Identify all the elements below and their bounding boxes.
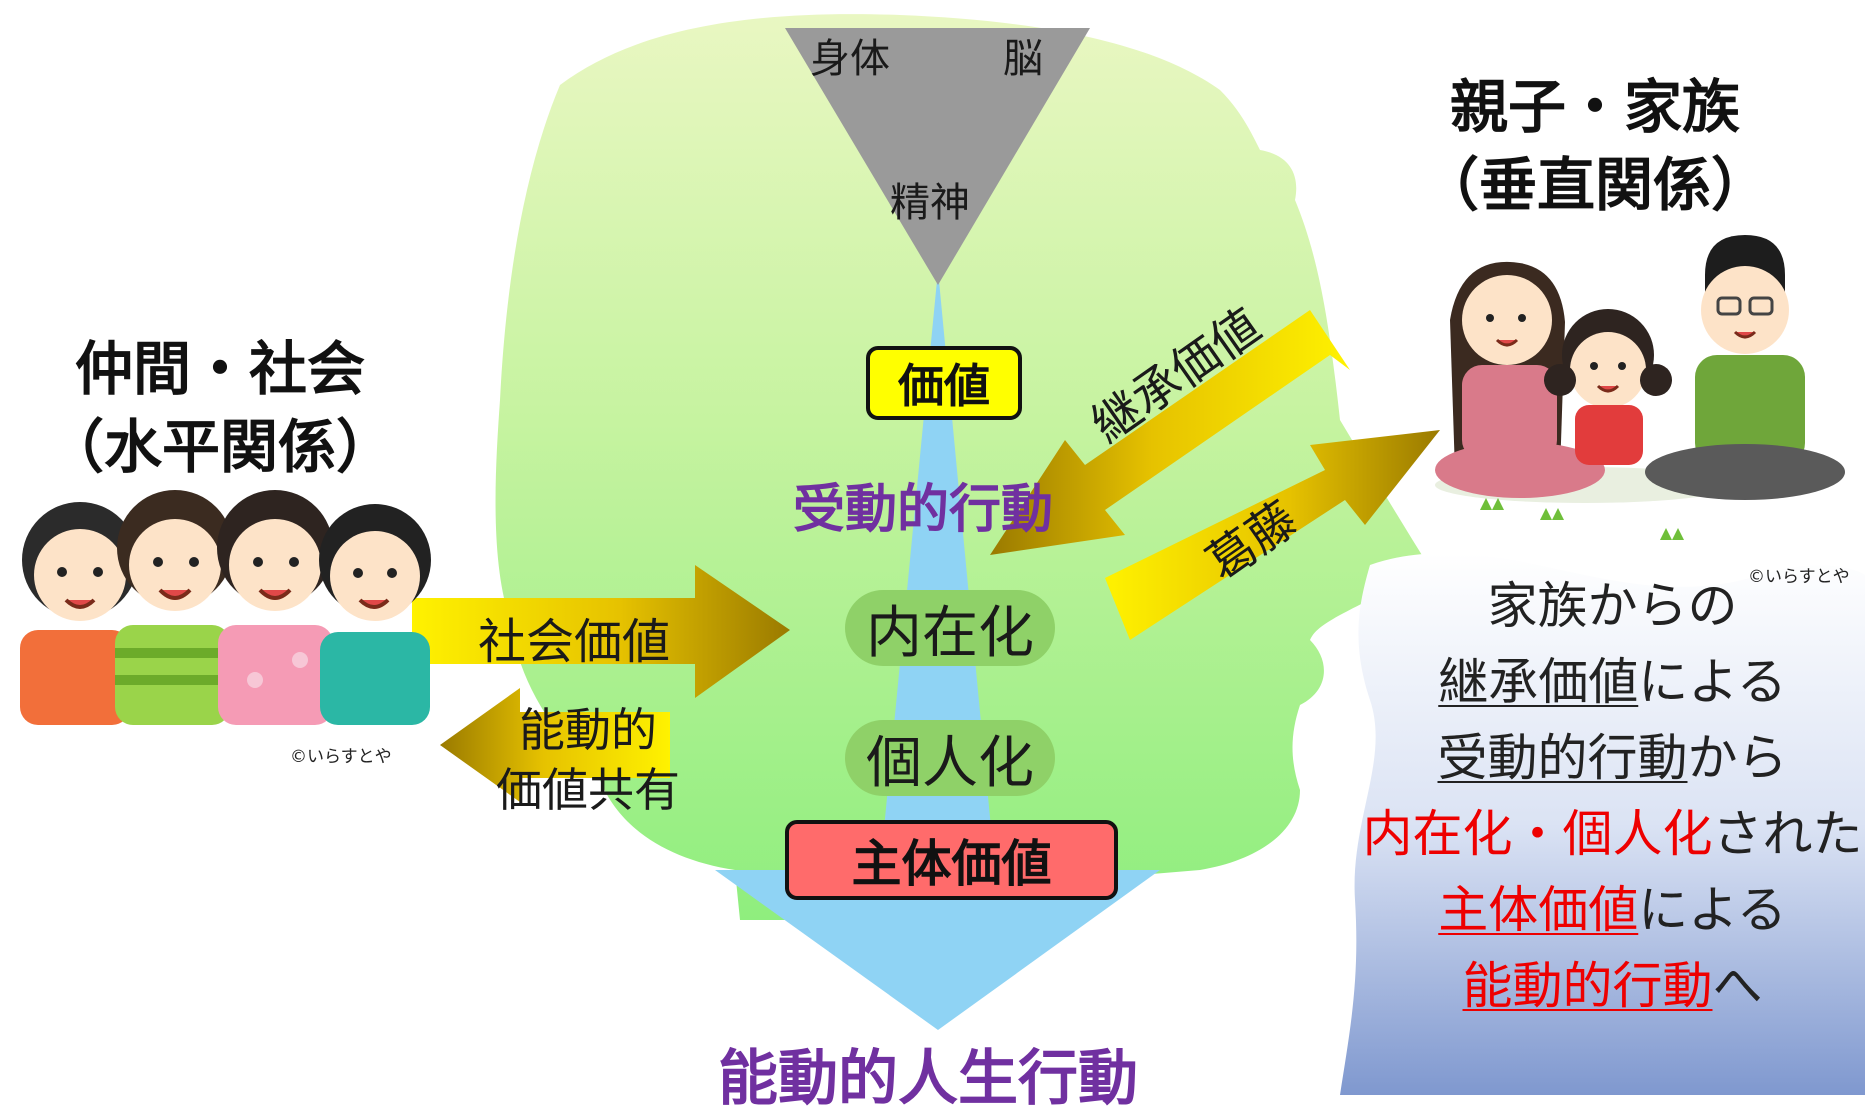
active-sharing-line2: 価値共有 <box>496 763 680 817</box>
panel-line4: 内在化・個人化された <box>1362 805 1863 863</box>
panel-line2: 継承価値による <box>1438 653 1787 711</box>
right-title-line2: （垂直関係） <box>1420 151 1769 219</box>
right-credit: ©いらすとや <box>1748 567 1850 587</box>
arrow-social-value <box>412 565 790 698</box>
side-panel-shape <box>1340 553 1865 1095</box>
triangle-label-body: 身体 <box>810 36 890 82</box>
panel-line3: 受動的行動から <box>1437 729 1788 787</box>
left-credit: ©いらすとや <box>290 747 392 767</box>
arrow-conflict <box>1105 430 1440 640</box>
right-group-title: 親子・家族 （垂直関係） <box>1415 68 1775 224</box>
left-title-line2: （水平関係） <box>45 413 394 481</box>
panel-line1: 家族からの <box>1487 577 1738 635</box>
internalize-label: 内在化 <box>845 590 1055 666</box>
value-box: 価値 <box>866 346 1022 420</box>
triangle-label-brain: 脳 <box>1003 36 1043 82</box>
right-title-line1: 親子・家族 <box>1449 73 1740 141</box>
passive-action-label: 受動的行動 <box>793 480 1054 540</box>
body-brain-mind-triangle <box>785 28 1090 285</box>
left-group-title: 仲間・社会 （水平関係） <box>40 330 400 486</box>
left-title-line1: 仲間・社会 <box>74 335 365 403</box>
social-value-label: 社会価値 <box>478 614 671 670</box>
arrow-inherited-value <box>990 310 1350 555</box>
panel-line6: 能動的行動へ <box>1462 957 1763 1015</box>
subject-value-box: 主体価値 <box>785 820 1118 900</box>
side-panel-text: 家族からの 継承価値による 受動的行動から 内在化・個人化された 主体価値による… <box>1340 568 1865 1024</box>
individualize-label: 個人化 <box>845 720 1055 796</box>
panel-line5: 主体価値による <box>1438 881 1787 939</box>
active-life-action-title: 能動的人生行動 <box>718 1044 1138 1114</box>
family-illustration <box>1435 235 1845 540</box>
head-silhouette <box>495 14 1426 920</box>
triangle-label-mind: 精神 <box>890 180 970 226</box>
active-sharing-line1: 能動的 <box>519 703 657 757</box>
active-sharing-label: 能動的 価値共有 <box>478 700 698 820</box>
friends-illustration <box>20 490 431 725</box>
arrow-active-sharing <box>440 688 670 802</box>
